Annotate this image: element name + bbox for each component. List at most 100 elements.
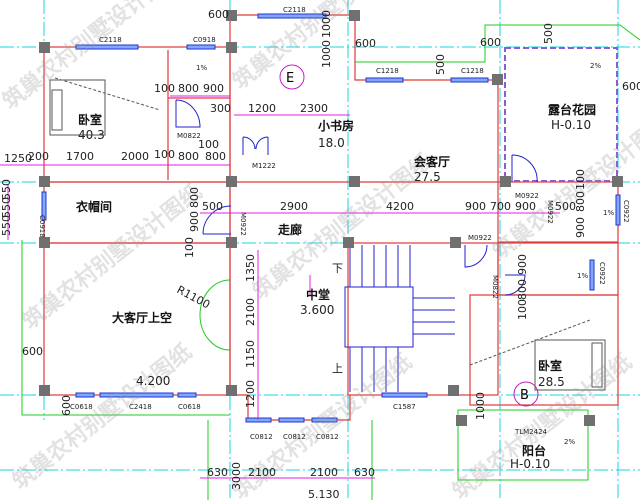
svg-text:630: 630	[354, 466, 375, 479]
svg-text:2100: 2100	[248, 466, 276, 479]
svg-text:C2118: C2118	[283, 6, 306, 14]
svg-text:C1218: C1218	[376, 67, 399, 75]
svg-text:C0812: C0812	[283, 433, 306, 441]
svg-text:筑巢农村别墅设计图纸: 筑巢农村别墅设计图纸	[248, 149, 437, 305]
slope-label: 1%	[196, 64, 207, 72]
terrace-border	[504, 47, 618, 182]
svg-text:900: 900	[516, 254, 529, 275]
staircase[interactable]	[344, 245, 455, 392]
svg-text:900: 900	[465, 200, 486, 213]
svg-text:800: 800	[178, 82, 199, 95]
svg-text:C0618: C0618	[178, 403, 201, 411]
svg-text:600: 600	[60, 395, 73, 416]
svg-text:2300: 2300	[300, 102, 328, 115]
svg-text:C0922: C0922	[598, 262, 606, 285]
svg-text:C2118: C2118	[99, 36, 122, 44]
svg-text:4200: 4200	[386, 200, 414, 213]
svg-text:C0812: C0812	[316, 433, 339, 441]
room-bedroom2-label: 卧室	[538, 358, 562, 373]
svg-text:2900: 2900	[280, 200, 308, 213]
svg-text:M0922: M0922	[468, 234, 492, 242]
svg-text:600: 600	[22, 345, 43, 358]
svg-text:M0922: M0922	[546, 200, 554, 224]
radius-label: R1100	[175, 283, 213, 311]
room-balcony-label: 阳台	[522, 443, 546, 458]
room-study-area: 18.0	[318, 136, 345, 150]
door-codes: M0822 M1222 M0922 M0922 M0922 M0922 M082…	[177, 132, 554, 436]
svg-text:100: 100	[154, 82, 175, 95]
svg-text:2000: 2000	[121, 150, 149, 163]
axis-marker-e: E	[279, 64, 305, 90]
slope-label: 1%	[603, 209, 614, 217]
room-reception-area: 27.5	[414, 170, 441, 184]
slope-label: 1%	[577, 272, 588, 280]
svg-text:600: 600	[208, 8, 229, 21]
svg-text:500: 500	[434, 54, 447, 75]
svg-text:1250: 1250	[4, 152, 32, 165]
svg-text:800: 800	[205, 150, 226, 163]
svg-text:筑巢农村别墅设计图纸: 筑巢农村别墅设计图纸	[8, 339, 197, 495]
svg-text:900: 900	[188, 211, 201, 232]
bed-icon	[469, 319, 606, 391]
svg-text:100: 100	[198, 138, 219, 151]
axis-marker-b: B	[513, 381, 539, 407]
room-study-label: 小书房	[318, 118, 354, 133]
svg-text:100: 100	[516, 299, 529, 320]
svg-text:3000: 3000	[230, 462, 243, 490]
bed-icon	[49, 77, 161, 136]
svg-text:100: 100	[154, 148, 175, 161]
svg-text:1150: 1150	[244, 340, 257, 368]
svg-text:600: 600	[622, 80, 640, 93]
windows	[41, 13, 621, 423]
svg-text:550: 550	[0, 197, 13, 218]
svg-text:C0618: C0618	[70, 403, 93, 411]
svg-text:C1218: C1218	[461, 67, 484, 75]
roof-outlines	[21, 24, 640, 500]
svg-text:M0922: M0922	[515, 192, 539, 200]
slope-label: 2%	[564, 438, 575, 446]
svg-text:C0812: C0812	[250, 433, 273, 441]
svg-text:M0822: M0822	[491, 275, 499, 299]
stairs-down-label: 下	[332, 262, 343, 275]
svg-text:100: 100	[574, 169, 587, 190]
svg-text:800: 800	[178, 150, 199, 163]
dimension-lines	[0, 95, 560, 479]
svg-text:900: 900	[574, 217, 587, 238]
stairs-up-label: 上	[332, 362, 343, 375]
window-codes: C2118 C2118 C0918 C1218 C1218 C0918 C092…	[38, 6, 630, 441]
room-void-elevation: 4.200	[136, 374, 170, 388]
room-hall-elevation: 3.600	[300, 303, 334, 317]
svg-text:900: 900	[203, 82, 224, 95]
svg-text:5.130: 5.130	[308, 488, 340, 500]
svg-text:M0822: M0822	[177, 132, 201, 140]
room-corridor-label: 走廊	[278, 222, 302, 237]
svg-text:B: B	[520, 388, 529, 403]
columns	[39, 10, 623, 426]
svg-text:1350: 1350	[244, 254, 257, 282]
svg-text:500: 500	[542, 23, 555, 44]
room-labels: 卧室 40.3 小书房 18.0 会客厅 27.5 露台花园 H-0.10 衣帽…	[76, 102, 596, 471]
room-closet-label: 衣帽间	[76, 199, 112, 214]
slope-label: 2%	[590, 62, 601, 70]
door-swings	[175, 99, 538, 296]
room-bedroom2-area: 28.5	[538, 375, 565, 389]
svg-text:筑巢农村别墅设计图纸: 筑巢农村别墅设计图纸	[0, 0, 187, 115]
svg-text:1700: 1700	[66, 150, 94, 163]
room-terrace-elevation: H-0.10	[551, 118, 591, 132]
svg-text:300: 300	[210, 102, 231, 115]
svg-text:630: 630	[207, 466, 228, 479]
dimension-texts: 600 600 600 500 500 1000 1000 600 600 10…	[0, 8, 640, 500]
svg-text:800: 800	[574, 191, 587, 212]
svg-text:M1222: M1222	[252, 162, 276, 170]
svg-text:800: 800	[188, 187, 201, 208]
svg-text:E: E	[286, 71, 294, 86]
svg-text:100: 100	[183, 237, 196, 258]
room-void-label: 大客厅上空	[112, 310, 172, 325]
svg-text:TLM2424: TLM2424	[514, 428, 548, 436]
svg-text:C1587: C1587	[393, 403, 416, 411]
svg-text:550: 550	[0, 179, 13, 200]
svg-text:600: 600	[355, 37, 376, 50]
svg-text:500: 500	[202, 200, 223, 213]
svg-text:1200: 1200	[248, 102, 276, 115]
